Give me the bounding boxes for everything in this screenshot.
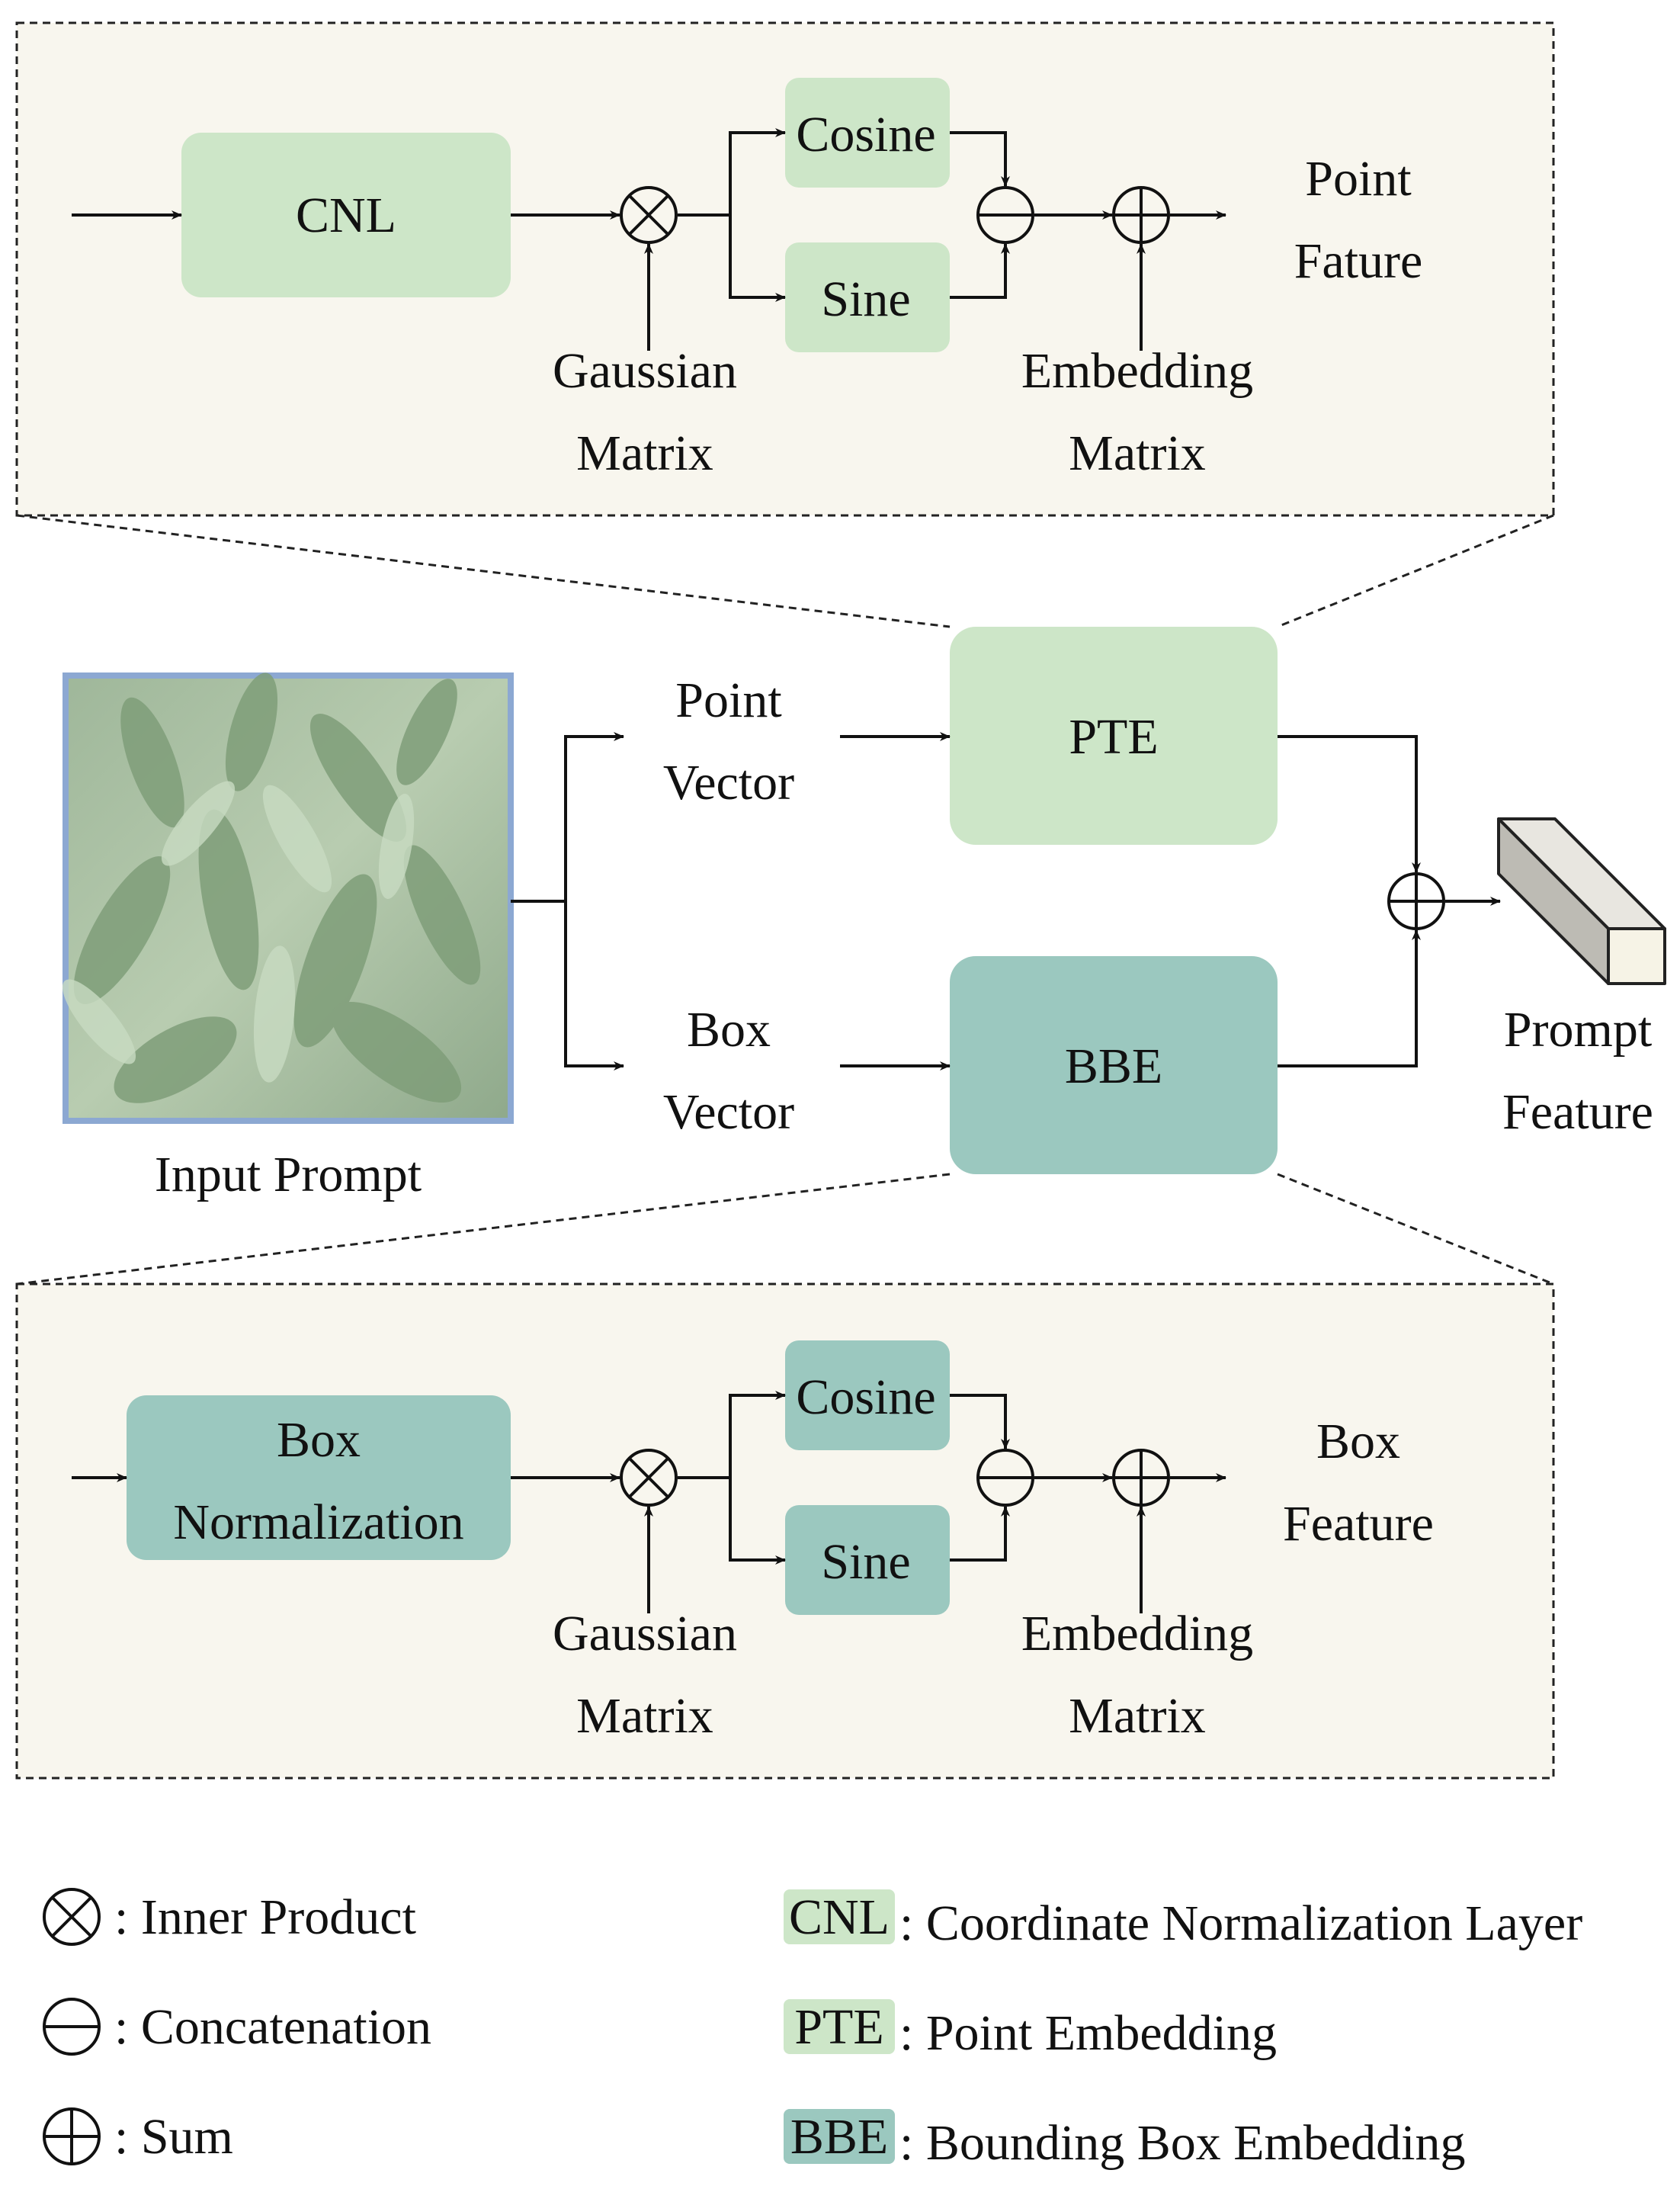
bottom-sine-label: Sine	[821, 1534, 910, 1590]
bottom-sine-to-concat-arrow	[950, 1506, 1010, 1562]
middle-section: Input Prompt PTE BBE Point Vector Box Ve…	[62, 627, 1666, 1202]
box-feature-label-2: Feature	[1283, 1496, 1434, 1552]
legend-concatenation-text: : Concatenation	[114, 1999, 431, 2055]
box-normalization-label-2: Normalization	[173, 1494, 463, 1550]
bottom-cosine-to-concat-arrow	[950, 1394, 1010, 1449]
bottom-embedding-label-1: Embedding	[1021, 1606, 1253, 1661]
bottom-gaussian-label-1: Gaussian	[553, 1606, 737, 1661]
cnl-label: CNL	[296, 188, 396, 243]
legend-cnl-swatch	[784, 1889, 895, 1944]
top-branch-to-sine-arrow	[729, 215, 786, 302]
input-prompt-caption: Input Prompt	[155, 1147, 422, 1202]
top-zoom-panel: CNL Cosine Sine	[15, 21, 1555, 517]
point-vector-label-1: Point	[675, 672, 781, 728]
top-gaussian-label-2: Matrix	[576, 425, 713, 481]
box-vector-label-2: Vector	[663, 1084, 794, 1140]
legend-pte-desc: : Point Embedding	[899, 2005, 1277, 2061]
bottom-inner-product-op	[620, 1449, 678, 1507]
bottom-gaussian-label-2: Matrix	[576, 1688, 713, 1744]
branch-to-box-vector-arrow	[564, 901, 624, 1071]
box-normalization-label-1: Box	[277, 1412, 361, 1468]
point-vector-label-2: Vector	[663, 755, 794, 811]
prompt-feature-label-1: Prompt	[1504, 1002, 1652, 1058]
legend-sum-text: : Sum	[114, 2109, 233, 2165]
bottom-cosine-label: Cosine	[796, 1369, 935, 1425]
box-feature-label-1: Box	[1316, 1414, 1400, 1469]
pte-label: PTE	[1069, 709, 1158, 765]
legend-inner-product-text: : Inner Product	[114, 1889, 416, 1945]
prompt-feature-block	[1497, 817, 1666, 985]
bottom-zoom-line-right	[1277, 1173, 1554, 1286]
bottom-cosine-box	[785, 1340, 950, 1450]
top-inner-product-op	[620, 186, 678, 244]
legend-bbe-key: BBE	[790, 2109, 888, 2165]
cnl-box	[181, 133, 511, 297]
top-sum-op	[1112, 186, 1170, 244]
legend-inner-product-icon	[43, 1888, 101, 1946]
bottom-branch-to-sine-arrow	[729, 1478, 786, 1565]
legend-bbe-swatch	[784, 2109, 895, 2164]
pte-box	[950, 627, 1278, 845]
legend-pte-key: PTE	[794, 1999, 883, 2055]
legend-cnl-key: CNL	[789, 1889, 890, 1945]
bottom-sine-box	[785, 1505, 950, 1615]
top-sine-box	[785, 242, 950, 352]
bbe-box	[950, 956, 1278, 1174]
pte-to-sum-arrow	[1278, 735, 1421, 873]
top-zoom-line-left	[16, 514, 951, 628]
top-cosine-label: Cosine	[796, 107, 935, 162]
legend-bbe-desc: : Bounding Box Embedding	[899, 2115, 1466, 2171]
top-sine-label: Sine	[821, 271, 910, 327]
bottom-embedding-label-2: Matrix	[1069, 1688, 1206, 1744]
bbe-label: BBE	[1065, 1038, 1162, 1094]
top-cosine-to-concat-arrow	[950, 131, 1010, 187]
top-gaussian-label-1: Gaussian	[553, 343, 737, 399]
top-sine-to-concat-arrow	[950, 243, 1010, 299]
top-embedding-label-1: Embedding	[1021, 343, 1253, 399]
top-branch-to-cosine-arrow	[729, 128, 786, 215]
top-zoom-line-right	[1277, 514, 1554, 628]
top-embedding-label-2: Matrix	[1069, 425, 1206, 481]
legend-pte-swatch	[784, 1999, 895, 2054]
legend-cnl-desc: : Coordinate Normalization Layer	[899, 1895, 1582, 1951]
point-feature-label-1: Point	[1305, 151, 1411, 207]
prompt-feature-label-2: Feature	[1502, 1084, 1653, 1140]
bottom-zoom-line-left	[16, 1173, 951, 1286]
top-cosine-box	[785, 78, 950, 188]
bbe-to-sum-arrow	[1278, 929, 1421, 1067]
bottom-branch-to-cosine-arrow	[729, 1391, 786, 1478]
legend-concatenation-icon	[43, 1998, 101, 2056]
bottom-zoom-panel: Box Normalization Cosine Sine	[15, 1282, 1555, 1780]
bottom-sum-op	[1112, 1449, 1170, 1507]
box-vector-label-1: Box	[687, 1002, 771, 1058]
middle-sum-op	[1387, 872, 1445, 930]
top-concat-op	[976, 186, 1034, 244]
input-prompt-image	[62, 672, 514, 1124]
legend: : Inner Product : Concatenation : Sum CN…	[43, 1888, 1582, 2171]
branch-to-point-vector-arrow	[564, 732, 624, 901]
legend-sum-icon	[43, 2107, 101, 2165]
point-feature-label-2: Fature	[1294, 233, 1423, 289]
bottom-concat-op	[976, 1449, 1034, 1507]
box-normalization-box	[127, 1395, 511, 1560]
